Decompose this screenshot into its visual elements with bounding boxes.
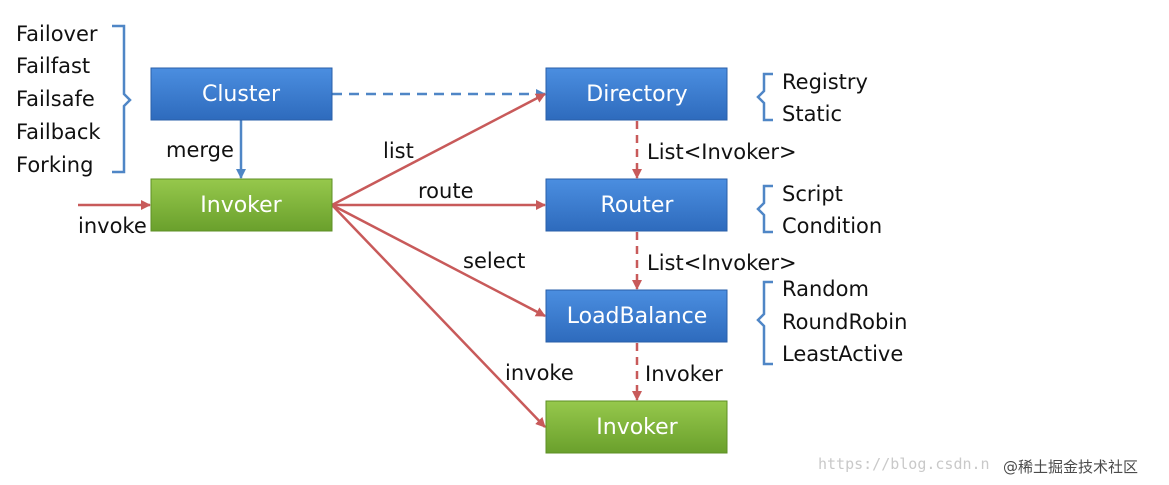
router-type-condition: Condition [782,214,882,238]
strategy-forking: Forking [16,153,93,177]
directory-types-bracket [756,72,773,122]
loadbalance-type-leastactive: LeastActive [782,342,903,366]
cluster-strategies-bracket [112,24,132,174]
watermark-brand: @稀土掘金技术社区 [1003,458,1139,476]
edge-list [331,92,546,207]
directory-node: Directory [545,67,728,121]
directory-type-registry: Registry [782,70,868,94]
invoker-target-node: Invoker [545,400,728,454]
directory-type-static: Static [782,102,842,126]
cluster-label: Cluster [202,82,281,107]
router-label: Router [601,193,675,218]
strategy-failover: Failover [16,22,98,46]
label-list: list [383,139,414,163]
router-types-bracket [756,184,773,234]
strategy-failback: Failback [16,120,101,144]
invoker-main-node: Invoker [150,178,333,232]
loadbalance-type-roundrobin: RoundRobin [782,310,907,334]
loadbalance-type-random: Random [782,277,869,301]
loadbalance-label: LoadBalance [567,304,708,329]
strategy-failsafe: Failsafe [16,87,95,111]
loadbalance-node: LoadBalance [545,289,728,343]
label-router-to-lb: List<Invoker> [647,251,797,275]
cluster-node: Cluster [150,67,333,121]
edge-invoke-out [331,204,546,428]
label-invoke-out: invoke [505,361,574,385]
invoker-main-label: Invoker [200,193,282,218]
label-merge: merge [166,138,234,162]
loadbalance-types-bracket [756,280,773,366]
label-invoke-in: invoke [78,214,147,238]
invoker-target-label: Invoker [596,415,678,440]
label-route: route [418,179,473,203]
router-type-script: Script [782,182,843,206]
watermark-url: https://blog.csdn.n [818,455,990,473]
edge-select [331,203,546,318]
router-node: Router [545,178,728,232]
label-lb-to-invoker: Invoker [645,362,723,386]
strategy-failfast: Failfast [16,54,90,78]
directory-label: Directory [586,82,687,107]
label-select: select [463,249,525,273]
label-dir-to-router: List<Invoker> [647,140,797,164]
